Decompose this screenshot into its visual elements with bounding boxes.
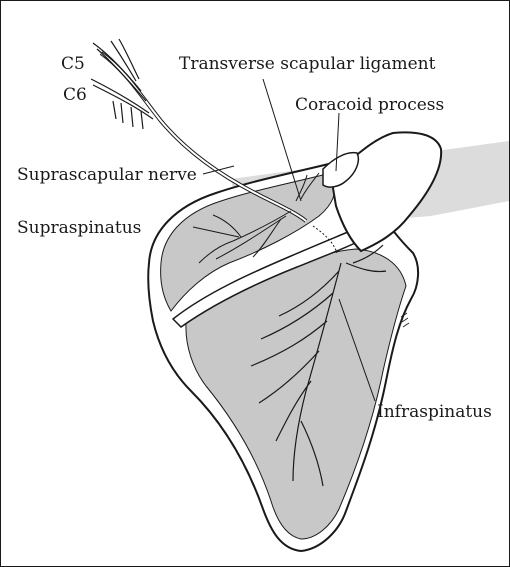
label-c5: C5 <box>61 54 85 74</box>
label-suprascapular-nerve: Suprascapular nerve <box>17 165 197 185</box>
label-infraspinatus: Infraspinatus <box>377 402 492 422</box>
label-c6: C6 <box>63 85 87 105</box>
label-supraspinatus: Supraspinatus <box>17 218 141 238</box>
label-coracoid-process: Coracoid process <box>295 95 444 115</box>
label-transverse-scapular-ligament: Transverse scapular ligament <box>179 54 436 74</box>
nerve-roots <box>91 39 153 129</box>
acromion <box>331 132 441 251</box>
